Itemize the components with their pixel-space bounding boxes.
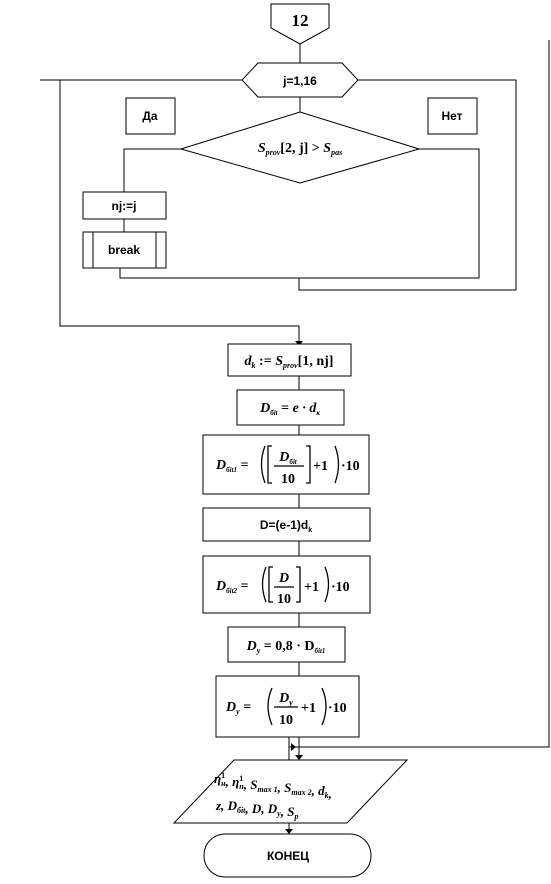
process-dy2: Dy = Dy 10 +1 ·10 xyxy=(215,675,360,738)
loop-hexagon: j=1,16 xyxy=(241,62,359,98)
process-d-eq: D=(e-1)dk xyxy=(202,507,371,542)
output-sup: 1 xyxy=(221,771,225,780)
output-term: , xyxy=(225,774,233,789)
output-sub: бit xyxy=(237,806,246,815)
branch-yes-label: Да xyxy=(142,109,158,123)
output-sub: k xyxy=(325,791,329,800)
output-term: S xyxy=(287,804,294,819)
condition-text: Sprov[2, j] > Spas xyxy=(258,141,342,157)
break-label: break xyxy=(108,243,140,257)
break-process-box: break xyxy=(82,231,167,269)
dy2-plus: +1 xyxy=(301,701,316,716)
d-eq-label: D=(e-1)dk xyxy=(260,518,312,534)
process-dbit2: Dбit2 = D 10 +1 ·10 xyxy=(202,555,371,614)
process-dk: dk := Sprov[1, nj] xyxy=(227,343,352,377)
connector-label: 12 xyxy=(292,11,309,30)
output-term: η xyxy=(232,774,239,789)
output-term: , xyxy=(328,786,332,801)
process-dbit1: Dбit1 = Dбit 10 +1 ·10 xyxy=(202,434,370,495)
output-term: , xyxy=(243,777,251,792)
dbit1-plus: +1 xyxy=(313,459,328,474)
dy2-times: ·10 xyxy=(328,701,347,716)
dbit2-numerator: D xyxy=(278,571,289,586)
terminal-label: КОНЕЦ xyxy=(267,849,309,863)
assign-nj-box: nj:=j xyxy=(82,191,167,220)
dbit2-plus: +1 xyxy=(304,580,319,595)
output-term: , xyxy=(280,804,288,819)
output-sub: p xyxy=(293,812,298,821)
output-term: z, xyxy=(215,798,228,813)
dy2-denominator: 10 xyxy=(279,713,293,728)
terminal-end: КОНЕЦ xyxy=(203,833,372,878)
dbit1-denominator: 10 xyxy=(281,472,295,487)
dbit-formula: Dбit = e · dк xyxy=(259,401,320,417)
dbit1-numerator: Dбit xyxy=(278,450,298,466)
output-sub: н xyxy=(221,779,226,788)
decision-diamond: Sprov[2, j] > Spas xyxy=(179,111,421,184)
flow-lines xyxy=(40,40,550,834)
dbit2-times: ·10 xyxy=(331,580,350,595)
output-sup: 1 xyxy=(239,774,243,783)
output-term: D xyxy=(227,798,238,813)
dk-formula: dk := Sprov[1, nj] xyxy=(245,354,334,370)
dbit1-times: ·10 xyxy=(341,459,360,474)
branch-yes-box: Да xyxy=(125,97,176,135)
assign-nj-label: nj:=j xyxy=(111,199,136,213)
process-dbit: Dбit = e · dк xyxy=(236,389,345,426)
output-term: S xyxy=(284,780,291,795)
dbit2-lhs: Dбit2 = xyxy=(215,579,249,595)
output-term: η xyxy=(214,771,221,786)
output-term: S xyxy=(250,777,257,792)
output-term: , xyxy=(244,801,252,816)
output-sub: y xyxy=(276,809,281,818)
offpage-connector-12: 12 xyxy=(270,3,330,45)
output-term: D, xyxy=(251,801,268,816)
dbit1-lhs: Dбit1 = xyxy=(215,458,249,474)
dy2-lhs: Dy = xyxy=(225,700,251,716)
process-dy: Dy = 0,8 · Dбit1 xyxy=(227,626,346,663)
output-term: D xyxy=(267,801,278,816)
output-sub: max 2 xyxy=(291,788,311,797)
output-sub: п xyxy=(239,782,244,791)
dy-formula: Dy = 0,8 · Dбit1 xyxy=(246,639,326,655)
branch-no-label: Нет xyxy=(441,109,462,123)
output-sub: max 1 xyxy=(257,785,277,794)
output-term: , xyxy=(311,783,319,798)
loop-label: j=1,16 xyxy=(282,74,317,88)
output-line-2: z, Dбit, D, Dy, Sp xyxy=(215,798,298,821)
branch-no-box: Нет xyxy=(427,97,478,135)
dy2-numerator: Dy xyxy=(278,691,293,707)
output-term: d xyxy=(318,783,325,798)
dbit2-denominator: 10 xyxy=(277,592,291,607)
output-term: , xyxy=(277,780,285,795)
